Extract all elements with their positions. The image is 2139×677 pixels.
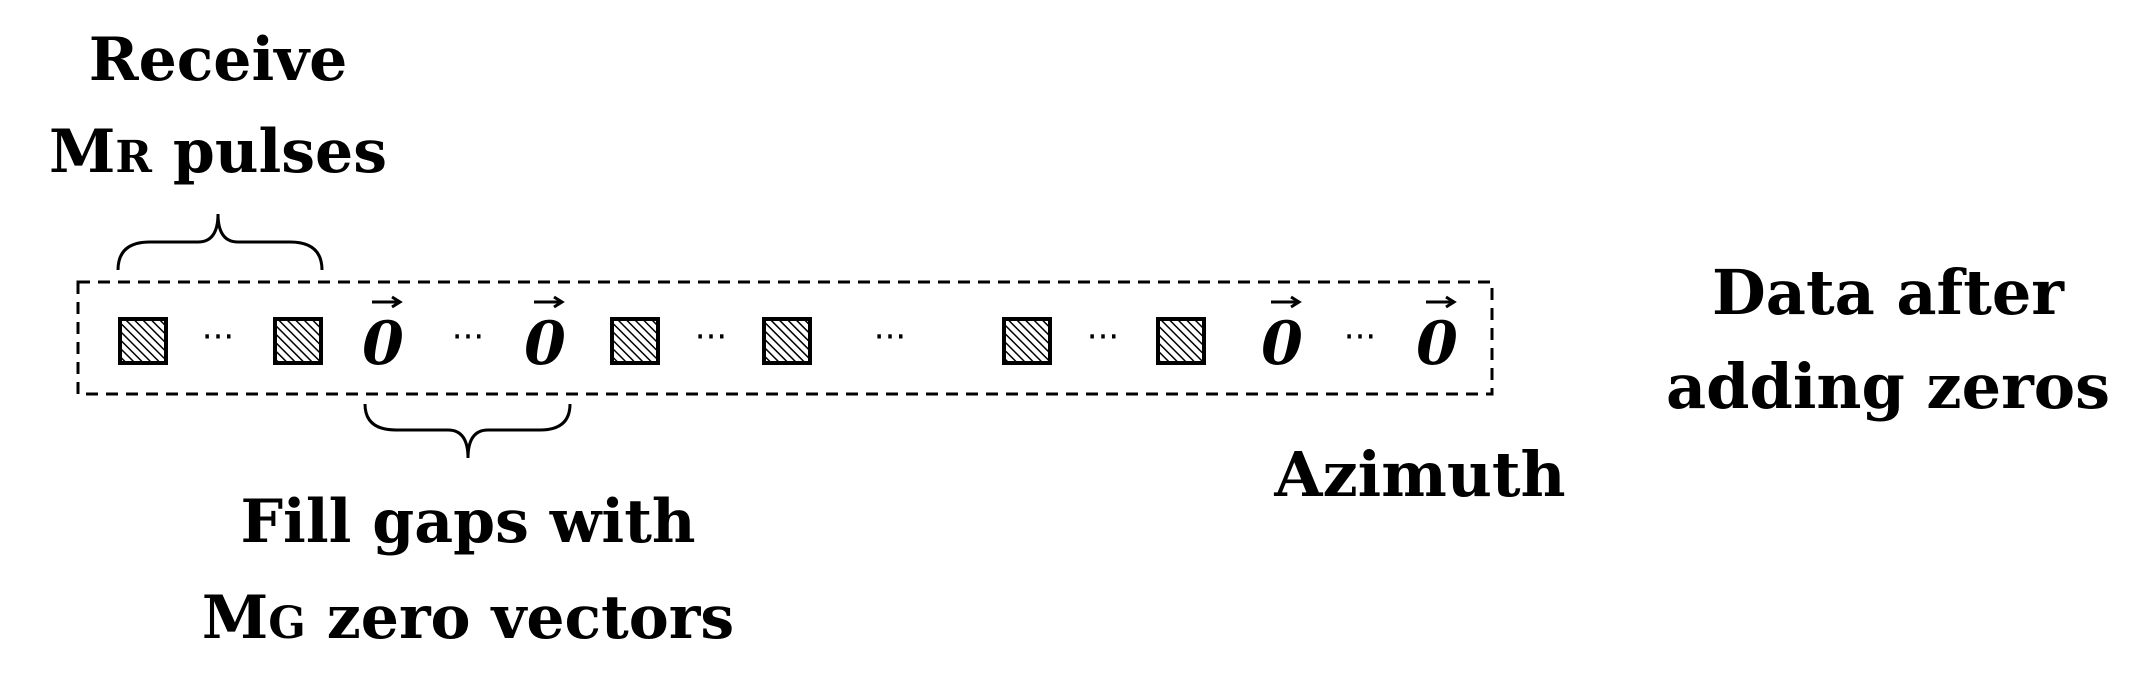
data-after-label-line1: Data after [1712,256,2065,329]
svg-text:0: 0 [362,309,404,379]
azimuth-label: Azimuth [1273,438,1565,511]
svg-text:0: 0 [524,309,566,379]
fill-label-line2: MG zero vectors [202,583,734,653]
fill-label-rest: zero vectors [306,583,734,653]
receive-label-line1: Receive [89,25,348,95]
zero-vector: 0 [362,295,404,379]
data-after-label-line2: adding zeros [1666,350,2110,423]
zero-vector: 0 [1416,295,1458,379]
receive-m-subscript: R [115,132,152,183]
fill-brace [363,403,572,459]
fill-m-subscript: G [268,598,306,649]
receive-m-main: M [49,117,115,187]
fill-m-main: M [202,583,268,653]
receive-label-line2: MR pulses [49,117,387,187]
ellipsis: ··· [202,317,234,357]
ellipsis: ··· [1087,317,1119,357]
pulse-block [762,317,812,365]
zero-vector: 0 [524,295,566,379]
pulse-block [273,317,323,365]
ellipsis: ··· [1344,317,1376,357]
ellipsis: ··· [695,317,727,357]
pulse-block [610,317,660,365]
receive-label-rest: pulses [152,117,387,187]
svg-text:0: 0 [1416,309,1458,379]
pulse-block [118,317,168,365]
svg-text:0: 0 [1261,309,1303,379]
receive-brace [116,213,324,271]
fill-label-line1: Fill gaps with [240,487,695,557]
ellipsis: ··· [452,317,484,357]
data-sequence-box [76,280,1494,396]
pulse-block [1156,317,1206,365]
pulse-block [1002,317,1052,365]
zero-vector: 0 [1261,295,1303,379]
ellipsis: ··· [874,317,906,357]
